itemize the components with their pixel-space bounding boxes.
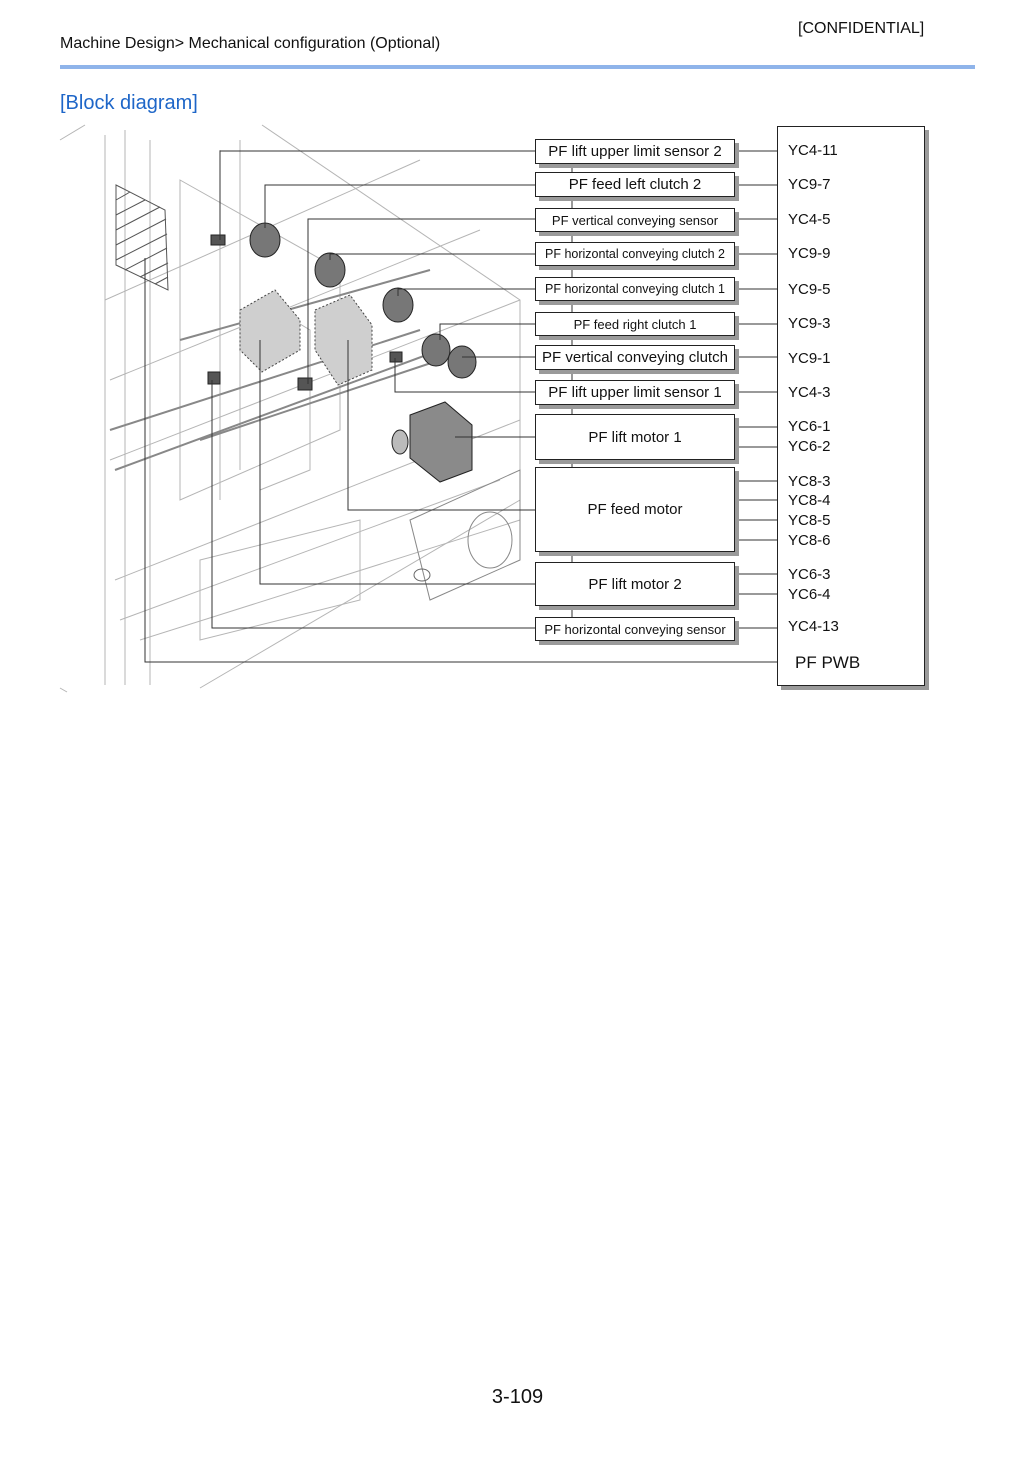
connector-yc6-3: YC6-3 — [788, 566, 831, 583]
label-pf-vertical-conveying-sensor: PF vertical conveying sensor — [535, 208, 735, 232]
connector-yc6-2: YC6-2 — [788, 438, 831, 455]
connector-wires — [735, 150, 777, 629]
leader-lines — [144, 150, 777, 663]
label-pf-feed-motor: PF feed motor — [535, 467, 735, 552]
header-confidential: [CONFIDENTIAL] — [798, 20, 925, 37]
label-pf-lift-motor-1: PF lift motor 1 — [535, 414, 735, 460]
connector-yc8-6: YC8-6 — [788, 532, 831, 549]
connector-yc8-5: YC8-5 — [788, 512, 831, 529]
label-pf-horizontal-conveying-sensor: PF horizontal conveying sensor — [535, 617, 735, 641]
connector-yc6-4: YC6-4 — [788, 586, 831, 603]
label-pf-lift-upper-limit-sensor-1: PF lift upper limit sensor 1 — [535, 380, 735, 405]
connector-yc6-1: YC6-1 — [788, 418, 831, 435]
connector-yc4-13: YC4-13 — [788, 618, 839, 635]
connector-yc9-9: YC9-9 — [788, 245, 831, 262]
mechanism-illustration — [59, 124, 521, 693]
label-pf-feed-left-clutch-2: PF feed left clutch 2 — [535, 172, 735, 197]
feed-motor-illustration — [239, 289, 373, 386]
label-pf-vertical-conveying-clutch: PF vertical conveying clutch — [535, 345, 735, 370]
lift-motor-1-illustration — [391, 401, 473, 483]
clutches — [249, 222, 477, 379]
connector-yc4-11: YC4-11 — [788, 142, 838, 159]
label-pf-feed-right-clutch-1: PF feed right clutch 1 — [535, 312, 735, 336]
label-pf-horizontal-conveying-clutch-1: PF horizontal conveying clutch 1 — [535, 277, 735, 301]
label-pf-lift-upper-limit-sensor-2: PF lift upper limit sensor 2 — [535, 139, 735, 164]
pf-pwb-board — [777, 126, 925, 686]
hatched-panel — [115, 184, 169, 291]
header-rule — [60, 65, 975, 69]
connector-yc4-5: YC4-5 — [788, 211, 831, 228]
page-number: 3-109 — [491, 1386, 544, 1408]
block-diagram — [59, 124, 777, 693]
label-pf-lift-motor-2: PF lift motor 2 — [535, 562, 735, 606]
connector-yc8-4: YC8-4 — [788, 492, 831, 509]
connector-yc8-3: YC8-3 — [788, 473, 831, 490]
section-title: [Block diagram] — [60, 92, 198, 114]
label-pf-horizontal-conveying-clutch-2: PF horizontal conveying clutch 2 — [535, 242, 735, 266]
connector-yc9-7: YC9-7 — [788, 176, 831, 193]
pf-pwb-label: PF PWB — [795, 653, 861, 672]
connector-yc4-3: YC4-3 — [788, 384, 831, 401]
connector-yc9-1: YC9-1 — [788, 350, 831, 367]
header-breadcrumb: Machine Design> Mechanical configuration… — [60, 35, 441, 52]
connector-yc9-3: YC9-3 — [788, 315, 831, 332]
connector-yc9-5: YC9-5 — [788, 281, 831, 298]
